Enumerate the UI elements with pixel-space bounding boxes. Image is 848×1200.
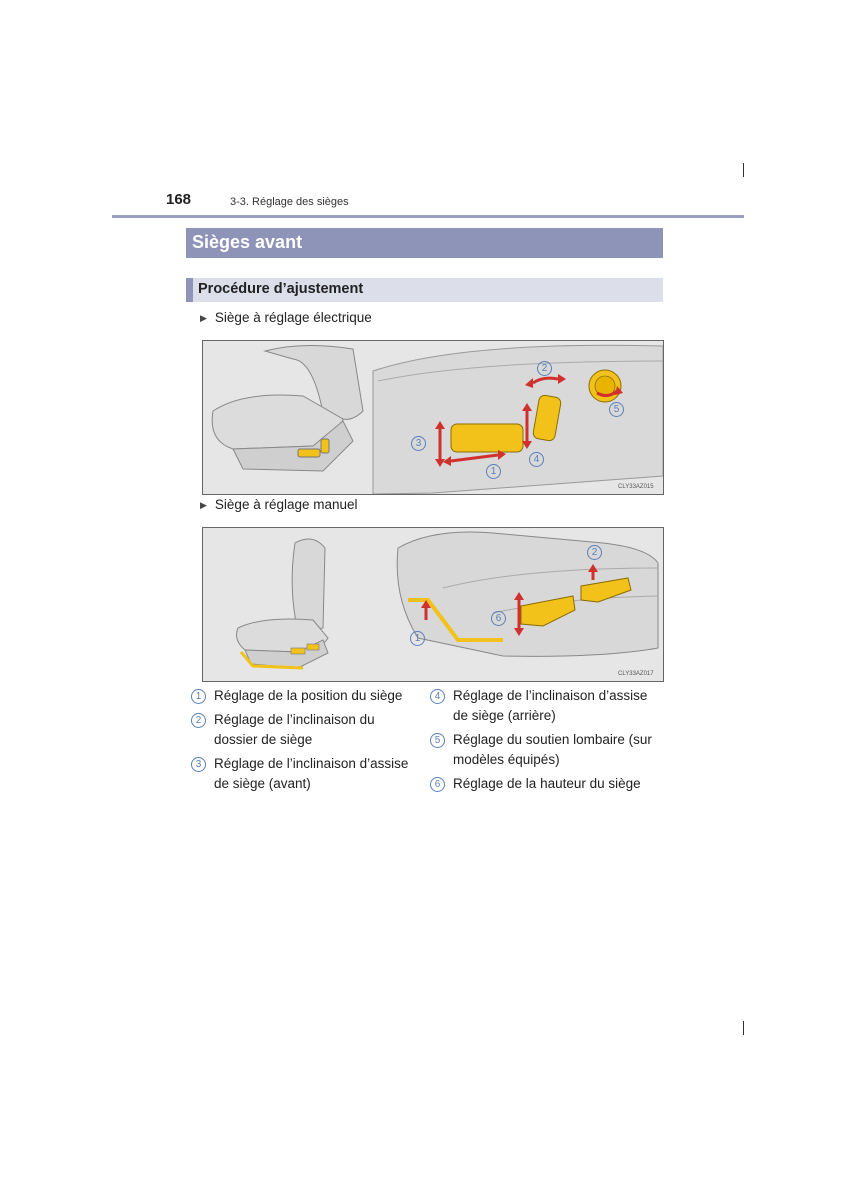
subsection-accent: [186, 278, 193, 302]
bullet-electric: ▶ Siège à réglage électrique: [200, 310, 372, 325]
callout-4: 4: [529, 452, 544, 467]
adjust-arrows: [438, 376, 618, 463]
subsection-title: Procédure d’ajustement: [198, 281, 364, 297]
callout-manual-1: 1: [410, 631, 425, 646]
crop-mark-bottom: [743, 1021, 744, 1035]
subsection-title-bar: Procédure d’ajustement: [186, 278, 663, 302]
legend-item: 4 Réglage de l’inclinaison d’assise de s…: [430, 686, 665, 730]
legend-item: 3 Réglage de l’inclinaison d’assise de s…: [191, 754, 421, 798]
legend-num: 4: [430, 689, 445, 704]
header-rule: [112, 215, 744, 218]
manual-adjust-arrows: [424, 572, 595, 628]
page-number: 168: [166, 191, 192, 208]
legend-item: 2 Réglage de l’inclinaison du dossier de…: [191, 710, 421, 754]
electric-seat-illustration: [203, 341, 663, 494]
section-reference: 3-3. Réglage des sièges: [230, 196, 349, 208]
legend-text: Réglage de l’inclinaison d’assise de siè…: [453, 688, 648, 723]
manual-seat-illustration: [203, 528, 663, 681]
legend-text: Réglage de la position du siège: [214, 688, 403, 703]
legend-item: 5 Réglage du soutien lombaire (sur modèl…: [430, 730, 665, 774]
bullet-electric-label: Siège à réglage électrique: [214, 310, 372, 325]
legend-num: 1: [191, 689, 206, 704]
legend-right: 4 Réglage de l’inclinaison d’assise de s…: [430, 686, 665, 798]
legend-text: Réglage du soutien lombaire (sur modèles…: [453, 732, 652, 767]
crop-mark-top: [743, 163, 744, 177]
callout-3: 3: [411, 436, 426, 451]
bullet-triangle-icon: ▶: [200, 313, 207, 323]
callout-1: 1: [486, 464, 501, 479]
figure-manual-seat: 1 2 6 CLY33AZ017: [202, 527, 664, 682]
callout-5: 5: [609, 402, 624, 417]
bullet-manual-label: Siège à réglage manuel: [214, 497, 358, 512]
figure-electric-seat: 1 2 3 4 5 CLY33AZ015: [202, 340, 664, 495]
callout-manual-2: 2: [587, 545, 602, 560]
legend-item: 6 Réglage de la hauteur du siège: [430, 774, 665, 798]
legend-num: 2: [191, 713, 206, 728]
bullet-manual: ▶ Siège à réglage manuel: [200, 497, 358, 512]
figure-code: CLY33AZ015: [618, 484, 654, 490]
legend-text: Réglage de l’inclinaison d’assise de siè…: [214, 756, 409, 791]
callout-manual-6: 6: [491, 611, 506, 626]
legend-text: Réglage de l’inclinaison du dossier de s…: [214, 712, 375, 747]
legend-num: 6: [430, 777, 445, 792]
section-title: Sièges avant: [192, 232, 303, 252]
section-title-bar: Sièges avant: [186, 228, 663, 258]
legend-item: 1 Réglage de la position du siège: [191, 686, 421, 710]
legend-left: 1 Réglage de la position du siège 2 Régl…: [191, 686, 421, 798]
bullet-triangle-icon: ▶: [200, 500, 207, 510]
callout-2: 2: [537, 361, 552, 376]
figure-code: CLY33AZ017: [618, 671, 654, 677]
legend-num: 3: [191, 757, 206, 772]
legend-num: 5: [430, 733, 445, 748]
legend-text: Réglage de la hauteur du siège: [453, 776, 641, 791]
